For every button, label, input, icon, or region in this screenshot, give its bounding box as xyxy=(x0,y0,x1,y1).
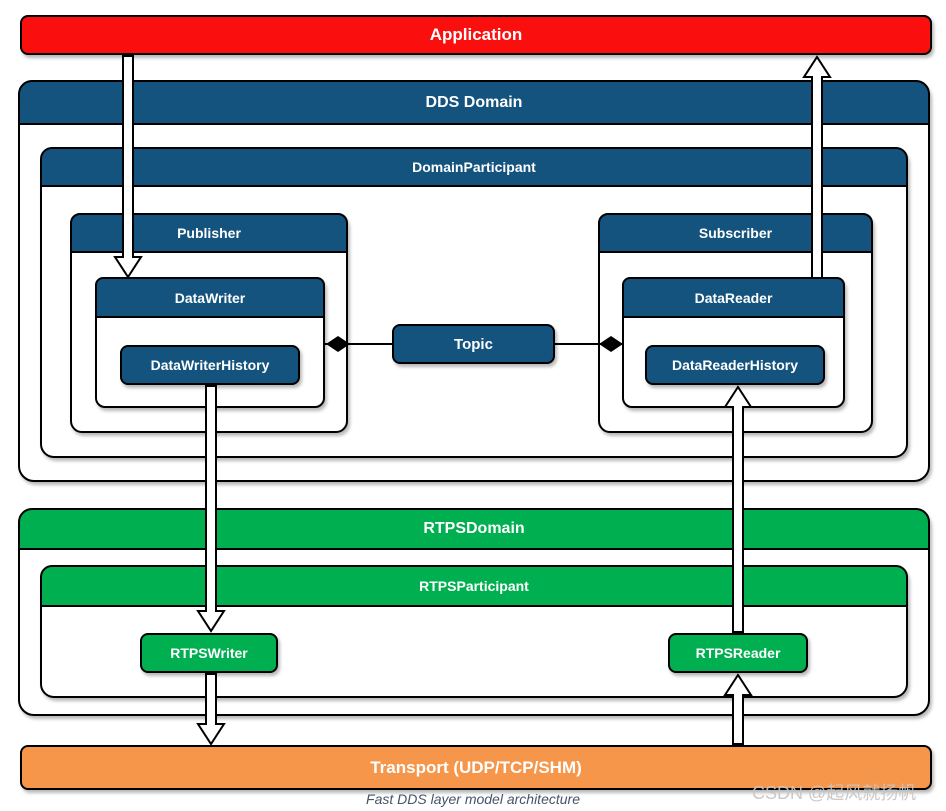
application-box: Application xyxy=(20,15,932,55)
rtps-writer-label: RTPSWriter xyxy=(170,645,248,661)
rtps-reader-box: RTPSReader xyxy=(668,633,808,673)
diagram-caption: Fast DDS layer model architecture xyxy=(366,791,580,807)
application-label: Application xyxy=(429,25,523,44)
domain-participant-header: DomainParticipant xyxy=(40,147,908,187)
datawriter-history-label: DataWriterHistory xyxy=(150,357,270,373)
topic-label: Topic xyxy=(454,335,493,353)
rtps-participant-container: RTPSParticipant xyxy=(40,565,908,698)
transport-label: Transport (UDP/TCP/SHM) xyxy=(370,757,582,777)
rtps-domain-header: RTPSDomain xyxy=(18,508,930,550)
datawriter-container: DataWriter xyxy=(95,277,325,408)
datawriter-history-box: DataWriterHistory xyxy=(120,345,300,385)
datareader-history-label: DataReaderHistory xyxy=(671,357,799,373)
publisher-header: Publisher xyxy=(70,213,348,253)
rtps-writer-box: RTPSWriter xyxy=(140,633,278,673)
rtps-participant-label: RTPSParticipant xyxy=(419,578,529,594)
subscriber-header: Subscriber xyxy=(598,213,873,253)
datareader-container: DataReader xyxy=(622,277,845,408)
dds-domain-header: DDS Domain xyxy=(18,80,930,125)
subscriber-label: Subscriber xyxy=(698,225,773,241)
publisher-label: Publisher xyxy=(177,225,241,241)
rtps-participant-header: RTPSParticipant xyxy=(40,565,908,607)
rtps-domain-label: RTPSDomain xyxy=(423,520,525,537)
datareader-label: DataReader xyxy=(694,289,773,306)
domain-participant-label: DomainParticipant xyxy=(412,159,536,175)
datareader-history-box: DataReaderHistory xyxy=(645,345,825,385)
csdn-watermark: CSDN @起风就扬帆 xyxy=(752,783,917,803)
datawriter-header: DataWriter xyxy=(95,277,325,318)
transport-box: Transport (UDP/TCP/SHM) xyxy=(20,745,932,790)
dds-domain-label: DDS Domain xyxy=(425,93,523,111)
datawriter-label: DataWriter xyxy=(174,289,246,306)
rtps-reader-label: RTPSReader xyxy=(695,645,781,661)
topic-box: Topic xyxy=(392,324,555,364)
datareader-header: DataReader xyxy=(622,277,845,318)
